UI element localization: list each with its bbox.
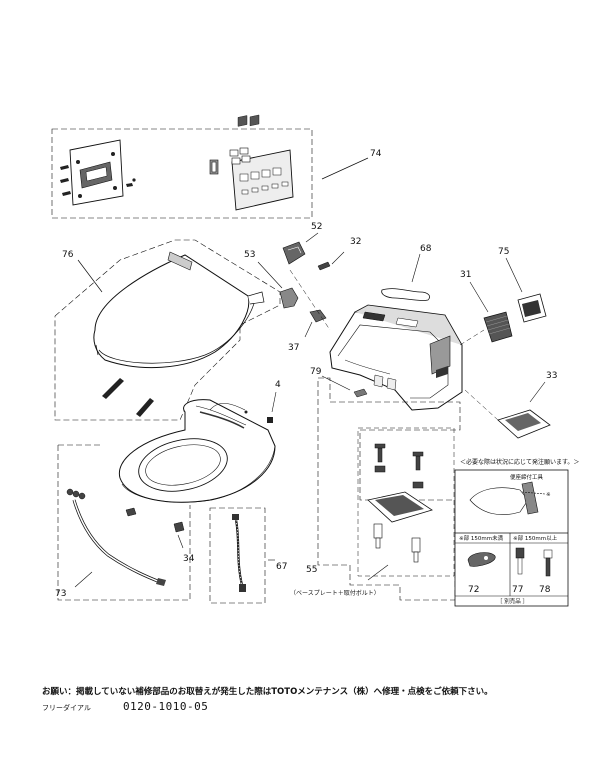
remote-small-parts [209, 147, 251, 175]
mounting-bolts [374, 443, 424, 489]
anchors [373, 523, 421, 563]
repair-note: ＜必要な際は状況に応じて発注願います。＞ [460, 458, 579, 466]
part-number-37: 37 [288, 343, 299, 353]
part-number-31: 31 [460, 270, 471, 280]
part-79-fitting: 79 [310, 367, 368, 398]
lid-cushions [102, 378, 154, 417]
bracket-screws [60, 165, 136, 196]
part-number-34: 34 [183, 554, 195, 564]
group-76-seat-lid: 76 [54, 239, 281, 421]
tool-box: ＜必要な際は状況に応じて発注願います。＞ 便座締付工具 ※ ※部 150mm未満… [454, 458, 579, 607]
part-number-75: 75 [498, 247, 509, 257]
tool-illustration [469, 481, 546, 515]
part-number-67: 67 [276, 562, 287, 572]
part-32-screw: 32 [317, 237, 361, 271]
part-number-52: 52 [311, 222, 322, 232]
part-78-tool: 78 [539, 549, 553, 595]
free-dial: フリーダイアル 0120-1010-05 [42, 700, 208, 713]
main-body-unit [329, 304, 463, 411]
part-number-74: 74 [370, 149, 382, 159]
seat-ring: 4 [118, 380, 281, 503]
remote-bracket [60, 139, 136, 206]
part-52-hinge-cover: 52 [282, 222, 322, 265]
free-dial-label: フリーダイアル [42, 704, 91, 712]
group-73-hose: 73 [55, 444, 191, 601]
size-long-label: ※部 150mm以上 [513, 534, 558, 542]
part-number-76: 76 [62, 250, 74, 260]
part-37-bracket: 37 [288, 309, 327, 353]
part-31-filter: 31 [460, 270, 513, 343]
assembly-dashes [289, 269, 499, 421]
part-number-33: 33 [546, 371, 557, 381]
group-74-remote-control: 74 [51, 114, 382, 219]
part-number-72: 72 [468, 585, 479, 595]
size-short-label: ※部 150mm未満 [459, 534, 504, 542]
part-number-68: 68 [420, 244, 432, 254]
part-number-4: 4 [275, 380, 281, 390]
part-72-tool: 72 [467, 552, 496, 595]
part-68-gasket: 68 [381, 244, 432, 301]
part-number-79: 79 [310, 367, 322, 377]
part-number-53: 53 [244, 250, 255, 260]
separate-sale-label: ［ 別売品 ］ [497, 597, 528, 605]
part-number-77: 77 [512, 585, 523, 595]
part-75-deodorizer: 75 [498, 247, 547, 323]
part-number-78: 78 [539, 585, 551, 595]
baseplate-note: （ベースプレート＋取付ボルト） [290, 589, 380, 597]
part-34-cushions: 34 [125, 507, 195, 564]
remote-control-body [231, 114, 294, 211]
part-number-73: 73 [55, 589, 66, 599]
part-53-hinge: 53 [244, 250, 299, 309]
hose-fittings [66, 488, 86, 500]
tool-title: 便座締付工具 [510, 473, 544, 481]
group-67-cable: 67 [209, 507, 287, 604]
part-number-55: 55 [306, 565, 317, 575]
footer-notice: お願い：掲載していない補修部品のお取替えが発生した際はTOTOメンテナンス（株）… [42, 687, 493, 697]
hinge-parts: 52 32 53 37 [244, 222, 361, 353]
group-55-baseplate: 79 55 （ベースプレート＋取付ボルト） [290, 367, 461, 601]
part-77-tool: 77 [512, 547, 525, 595]
free-dial-number: 0120-1010-05 [122, 700, 209, 713]
part-number-32: 32 [350, 237, 361, 247]
base-plate [367, 444, 433, 523]
tool-mark: ※ [546, 492, 551, 498]
part-33-plate: 33 [497, 371, 557, 439]
